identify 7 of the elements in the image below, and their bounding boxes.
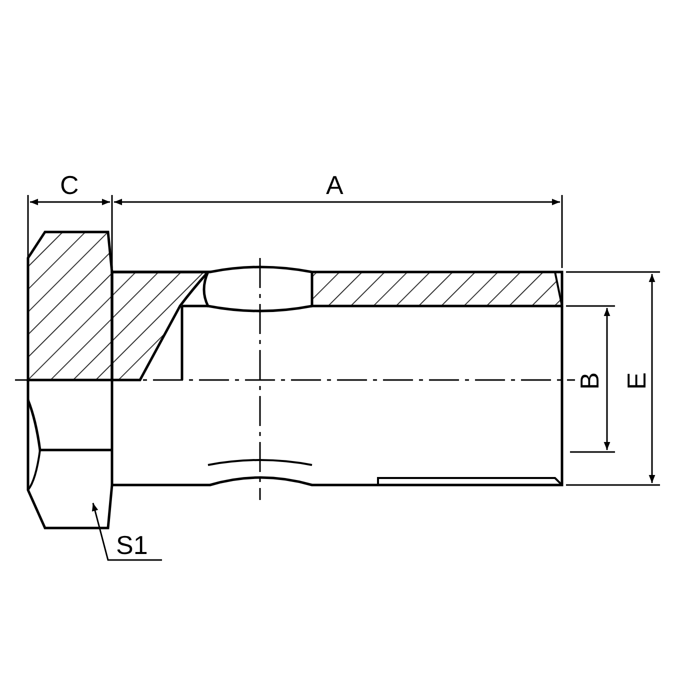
dimension-label: E xyxy=(624,372,650,390)
dimension-label: C xyxy=(60,172,79,198)
dimension-label: A xyxy=(326,172,344,198)
dimension-label: B xyxy=(576,372,603,390)
part-label: S1 xyxy=(116,532,148,558)
leader-line xyxy=(92,502,162,561)
hex-head-drawing xyxy=(26,230,114,530)
